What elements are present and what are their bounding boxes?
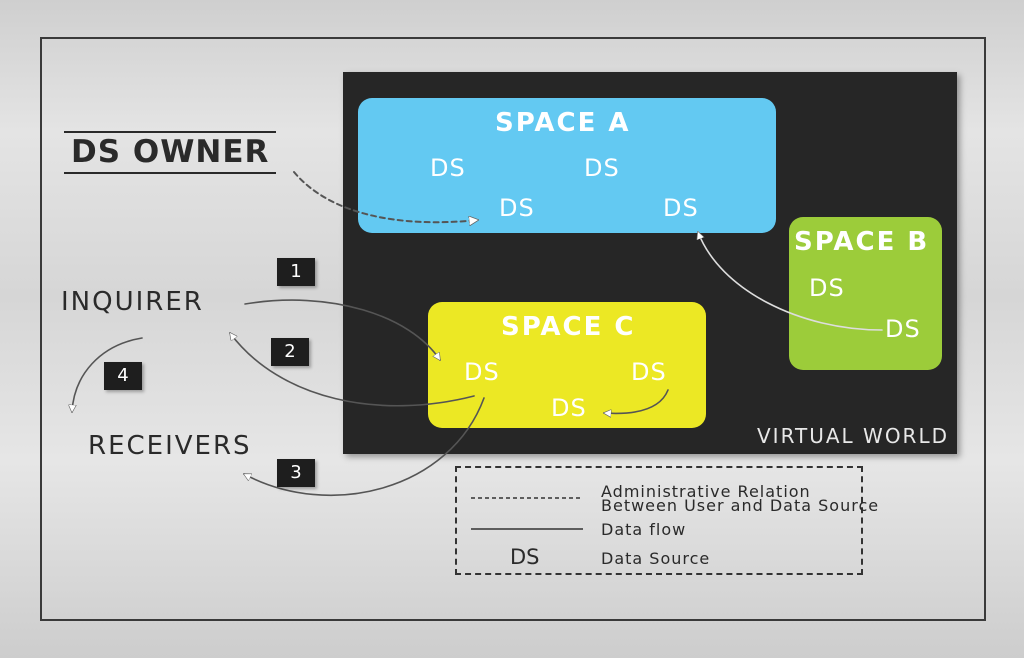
legend-source-text: Data Source [601,549,711,568]
step-4-badge: 4 [104,362,142,390]
space-a-title: SPACE A [495,108,631,138]
space-a-ds-4: DS [663,194,699,222]
receivers-label: RECEIVERS [88,431,252,461]
flow-1-arrow [244,299,440,360]
flow-b-to-a-arrow [698,232,883,331]
legend-lines [471,497,583,530]
flow-2-arrow [230,333,475,407]
space-b-ds-2: DS [885,315,921,343]
legend-admin-text-2: Between User and Data Source [601,496,880,515]
virtual-world-label: VIRTUAL WORLD [756,424,949,448]
step-2-badge: 2 [271,338,309,366]
step-1-badge: 1 [277,258,315,286]
legend-box: Administrative Relation Between User and… [455,466,878,575]
admin-relation-arrow [293,171,478,222]
space-c-ds-3: DS [551,394,587,422]
flow-4-arrow [72,337,143,412]
flow-3-arrow [244,397,485,496]
flow-c-internal-arrow [604,389,669,413]
space-b-box: SPACE B DS DS [789,217,942,370]
inquirer-label: INQUIRER [61,287,204,317]
space-a-ds-3: DS [499,194,535,222]
space-c-box: SPACE C DS DS DS [428,302,706,428]
ds-owner-label: DS OWNER [64,131,277,174]
space-b-ds-1: DS [809,274,845,302]
space-c-ds-1: DS [464,358,500,386]
legend-admin-text-1: Administrative Relation [601,482,811,501]
diagram-frame [40,37,986,621]
space-a-ds-2: DS [584,154,620,182]
space-b-title: SPACE B [794,227,930,257]
legend-flow-text: Data flow [601,520,687,539]
step-3-badge: 3 [277,459,315,487]
space-c-title: SPACE C [501,312,636,342]
space-a-box: SPACE A DS DS DS DS [358,98,776,233]
space-a-ds-1: DS [430,154,466,182]
space-c-ds-2: DS [631,358,667,386]
legend-ds-symbol: DS [510,545,540,569]
